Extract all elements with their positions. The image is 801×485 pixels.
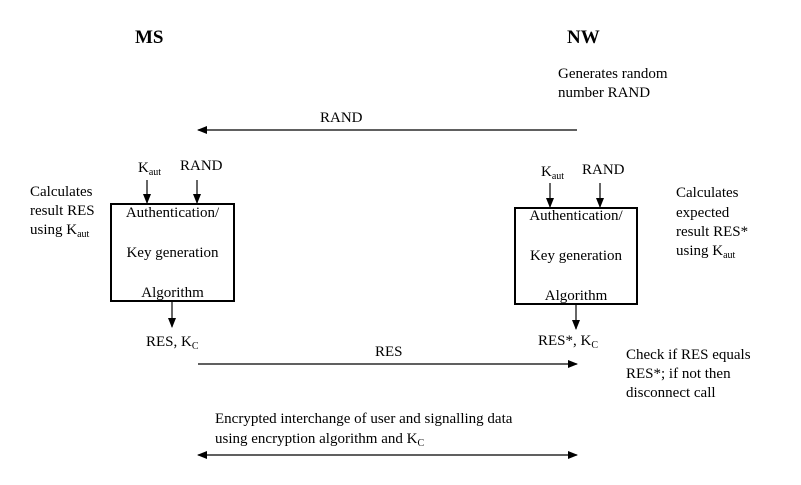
ms-calc-line-2: result RES [30,203,95,219]
ms-box-line-2: Key generation [126,244,219,261]
nw-generate-line-2: number RAND [558,85,651,101]
check-line-3: disconnect call [626,385,716,401]
ms-rand-input-label: RAND [180,158,223,174]
nw-output-label: RES*, KC [538,333,599,351]
ms-box-line-1: Authentication/ [125,204,220,221]
check-line-1: Check if RES equals [626,347,751,363]
ms-header: MS [135,27,164,48]
ms-kaut-label: Kaut [138,160,162,178]
nw-calc-using: using Kaut [676,243,736,261]
nw-box-line-3: Algorithm [544,288,608,304]
rand-arrow-label: RAND [320,110,363,126]
ms-calc-line-1: Calculates [30,184,93,200]
nw-header: NW [567,27,600,48]
ms-output-label: RES, KC [146,334,199,352]
nw-algorithm-box: Authentication/ Key generation Algorithm [514,207,638,305]
encrypted-line-1: Encrypted interchange of user and signal… [215,411,513,427]
ms-box-line-3: Algorithm [141,284,204,301]
nw-kaut-label: Kaut [541,164,565,182]
nw-calc-line-1: Calculates [676,185,739,201]
nw-calc-line-2: expected [676,205,730,221]
check-line-2: RES*; if not then [626,366,731,382]
encrypted-line-2: using encryption algorithm and KC [215,431,425,449]
ms-calc-using: using Kaut [30,222,90,240]
nw-generate-line-1: Generates random [558,66,668,82]
nw-box-line-1: Authentication/ [529,208,623,224]
nw-box-line-2: Key generation [529,248,623,264]
nw-calc-line-3: result RES* [676,224,749,240]
ms-algorithm-box: Authentication/ Key generation Algorithm [110,203,235,302]
res-arrow-label: RES [375,344,403,360]
nw-rand-input-label: RAND [582,162,625,178]
